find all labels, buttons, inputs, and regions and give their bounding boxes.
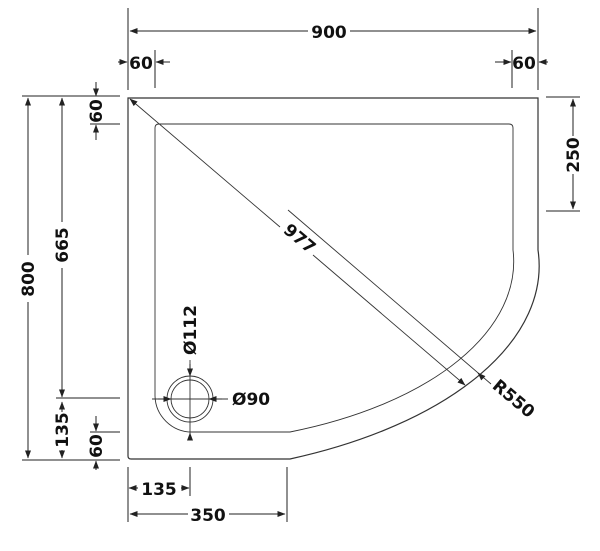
svg-text:60: 60 (129, 54, 153, 74)
svg-text:250: 250 (564, 137, 584, 173)
svg-text:665: 665 (53, 227, 73, 263)
waste-outlet (152, 360, 228, 441)
dimension-top-rim: 60 (87, 82, 120, 140)
svg-text:R550: R550 (488, 376, 538, 423)
svg-text:800: 800 (19, 261, 39, 297)
dimension-inner-depth: 665 (53, 97, 120, 399)
dimension-right-rim: 60 (495, 50, 548, 88)
svg-text:900: 900 (311, 23, 347, 43)
label-waste-inner-diameter: Ø90 (232, 390, 270, 410)
dimension-waste-offset-left: 135 (127, 467, 191, 522)
dimension-waste-offset-bottom: 135 (53, 401, 73, 459)
dimension-straight-side-bottom: 350 (129, 467, 288, 526)
svg-text:60: 60 (512, 54, 536, 74)
svg-text:60: 60 (87, 99, 107, 123)
svg-text:350: 350 (190, 506, 226, 526)
svg-text:977: 977 (279, 220, 319, 258)
svg-text:60: 60 (87, 434, 107, 458)
svg-text:135: 135 (141, 480, 177, 500)
dimension-straight-side-right: 250 (546, 96, 584, 212)
svg-text:135: 135 (53, 412, 73, 448)
dimension-bottom-rim: 60 (87, 416, 120, 470)
dimension-overall-depth: 800 (19, 95, 120, 461)
dimension-left-rim: 60 (118, 50, 170, 88)
dimension-radius: R550 (287, 209, 538, 423)
tray-outer-outline (127, 97, 540, 460)
label-waste-outer-diameter: Ø112 (181, 305, 201, 355)
dimension-overall-width: 900 (127, 8, 539, 90)
